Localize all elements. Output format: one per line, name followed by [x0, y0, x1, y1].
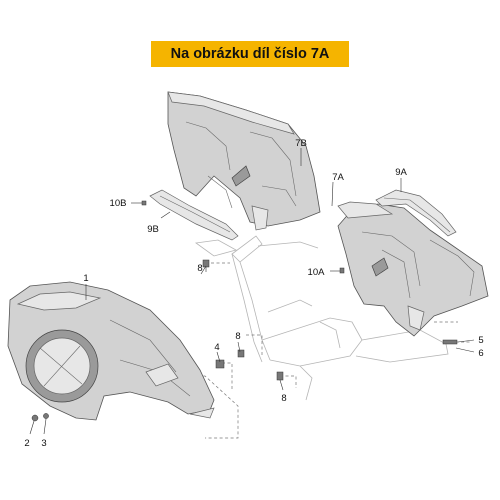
callout-8-middle: 8 [235, 331, 240, 342]
callout-leaders [29, 148, 475, 435]
screw-5-icon [442, 339, 458, 345]
callout-10b: 10B [110, 198, 127, 209]
callout-8-lower: 8 [281, 393, 286, 404]
part-9b-trim-strip [149, 189, 239, 241]
callout-1: 1 [83, 273, 88, 284]
part-1-front-cover [7, 281, 215, 421]
callout-4: 4 [214, 342, 219, 353]
fasteners [31, 200, 458, 422]
screw-2-icon [31, 414, 39, 422]
part-number-banner: Na obrázku díl číslo 7A [151, 41, 349, 67]
callout-9b: 9B [147, 224, 159, 235]
screw-10b-icon [141, 200, 147, 206]
nut-4-icon [215, 359, 225, 369]
callout-10a: 10A [308, 267, 326, 278]
washer-3-icon [43, 413, 49, 419]
callout-labels: 1 2 3 4 5 6 7A 7B 8 8 8 9A 9B 10A 10B [24, 138, 483, 449]
callout-6: 6 [478, 348, 483, 359]
screw-10a-icon [339, 267, 345, 274]
part-9a-trim-piece [375, 189, 457, 237]
callout-7a: 7A [332, 172, 344, 183]
assembly-dashed-lines [165, 262, 470, 439]
callout-8-upper: 8 [197, 263, 202, 274]
callout-2: 2 [24, 438, 29, 449]
callout-5: 5 [478, 335, 483, 346]
callout-7b: 7B [295, 138, 307, 149]
screw-8-lower-icon [276, 371, 284, 381]
callout-3: 3 [41, 438, 46, 449]
callout-9a: 9A [395, 167, 407, 178]
screw-8-middle-icon [237, 349, 245, 358]
part-7a-side-cover [337, 201, 489, 337]
screw-8-upper-icon [202, 259, 210, 272]
part-7b-rear-cover [167, 91, 321, 231]
